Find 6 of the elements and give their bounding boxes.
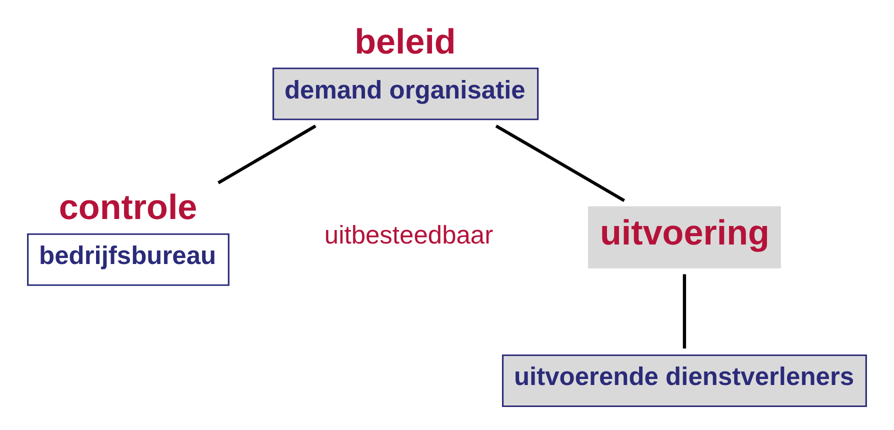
connector [682,274,686,349]
connector [495,124,626,202]
connector [218,124,316,184]
node-label: controle [58,188,198,228]
node-label: beleid [354,22,456,62]
label: uitbesteedbaar [324,221,494,250]
